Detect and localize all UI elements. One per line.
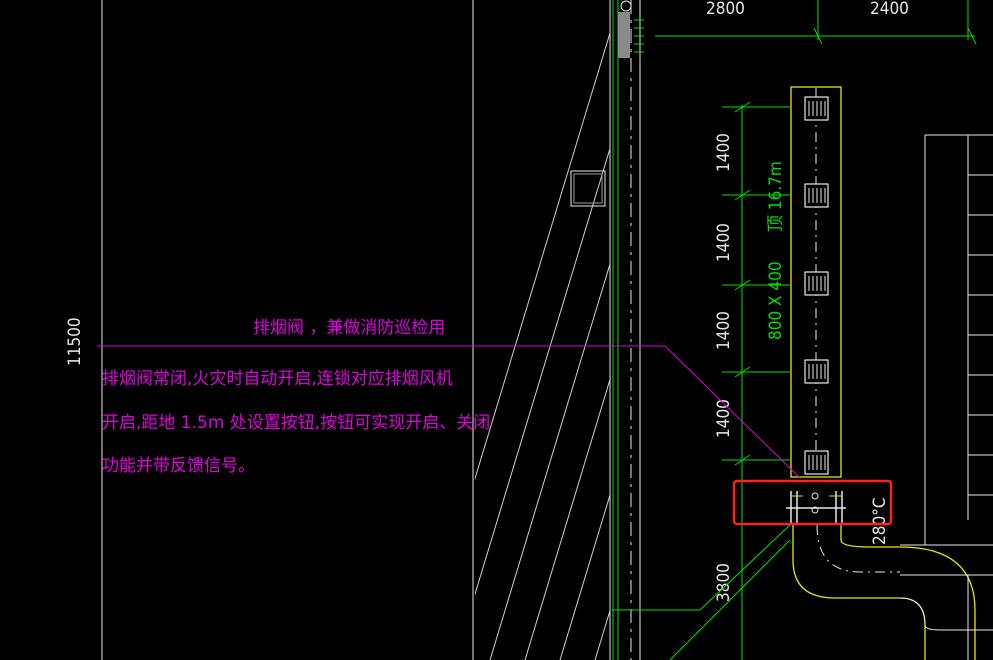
valve-symbol bbox=[618, 12, 630, 58]
dim-top-left: 2800 bbox=[706, 0, 745, 19]
valve-circle bbox=[620, 0, 632, 12]
dim-v-5: 3800 bbox=[714, 563, 734, 602]
valve-tick-marks bbox=[634, 19, 644, 53]
highlight-box bbox=[732, 479, 893, 526]
hatch-line bbox=[475, 31, 610, 481]
note-line-1: 排烟阀 ，兼做消防巡检用 bbox=[253, 318, 445, 338]
dim-v-2: 1400 bbox=[714, 223, 734, 262]
dim-left-overall: 11500 bbox=[65, 317, 85, 366]
top-dim-tick-right bbox=[967, 27, 977, 45]
grille-2 bbox=[804, 183, 829, 208]
hatch-line bbox=[475, 146, 610, 596]
green-leader-diag-2 bbox=[669, 539, 791, 660]
fire-damper bbox=[786, 491, 846, 525]
note-line-4: 功能并带反馈信号。 bbox=[102, 456, 255, 476]
grille-1 bbox=[804, 96, 829, 121]
dim-top-right: 2400 bbox=[870, 0, 909, 19]
dim-v-3: 1400 bbox=[714, 311, 734, 350]
top-dim-tick-mid-slash bbox=[813, 27, 823, 45]
note-line-3: 开启,距地 1.5m 处设置按钮,按钮可实现开启、关闭 bbox=[102, 413, 490, 433]
right-wall-lines bbox=[900, 134, 993, 660]
green-leader-diag bbox=[699, 524, 791, 611]
wall-hatch bbox=[475, 31, 610, 660]
note-leader-line bbox=[97, 345, 801, 479]
equipment-box-inner bbox=[573, 173, 603, 204]
dim-v-1: 1400 bbox=[714, 133, 734, 172]
note-line-2: 排烟阀常闭,火灾时自动开启,连锁对应排烟风机 bbox=[102, 369, 453, 389]
duct-size-label: 800 X 400 bbox=[766, 261, 786, 340]
grille-4 bbox=[804, 359, 829, 384]
duct-elbow-center bbox=[816, 524, 900, 573]
hatch-line bbox=[489, 262, 610, 660]
duct-elbow-inner bbox=[840, 525, 976, 660]
smoke-duct bbox=[790, 86, 842, 478]
duct-elevation-label: 顶 16.7m bbox=[766, 161, 786, 232]
equipment-box bbox=[570, 170, 606, 207]
grille-3 bbox=[804, 271, 829, 296]
grille-5 bbox=[804, 450, 829, 475]
dim-v-4: 1400 bbox=[714, 399, 734, 438]
damper-temperature: 280°C bbox=[870, 497, 890, 545]
right-curve-line bbox=[899, 597, 993, 631]
hatch-line bbox=[559, 493, 610, 660]
hatch-line bbox=[524, 377, 610, 660]
vert-dim-ticks bbox=[722, 101, 790, 466]
